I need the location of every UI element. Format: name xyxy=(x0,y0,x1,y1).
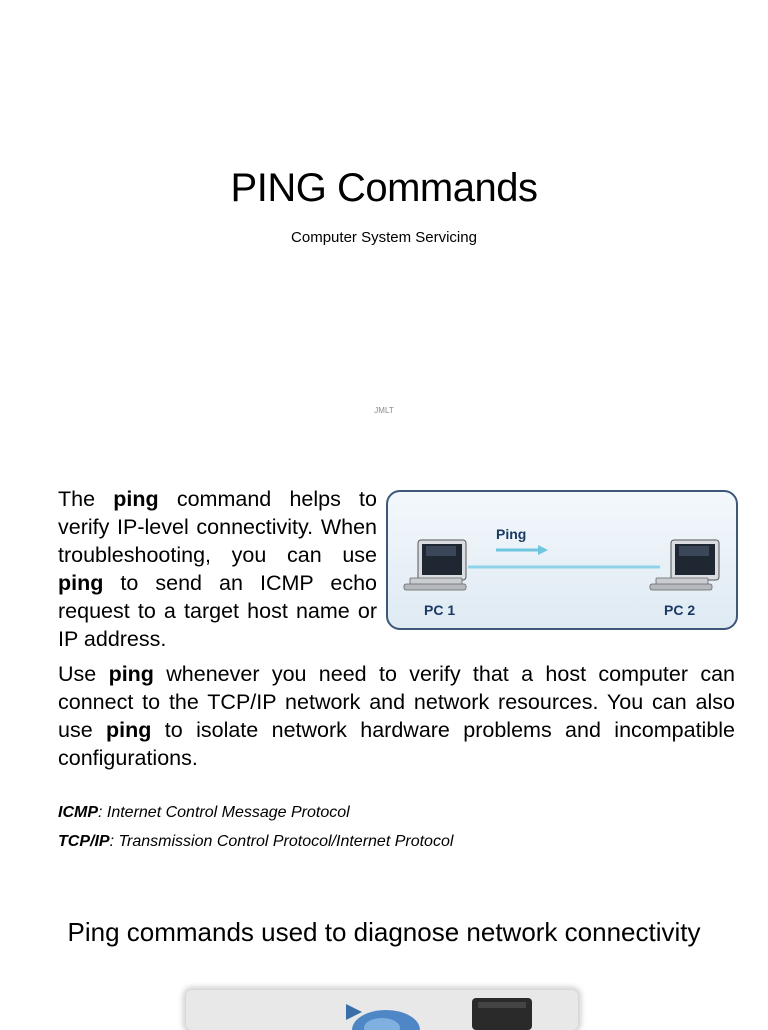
page-subtitle: Computer System Servicing xyxy=(291,229,477,246)
ping-diagram: Ping PC 1 PC 2 xyxy=(386,490,738,630)
bold-term: ping xyxy=(108,662,154,686)
abbreviation-icmp: ICMP: Internet Control Message Protocol xyxy=(58,804,350,822)
section-heading: Ping commands used to diagnose network c… xyxy=(67,917,701,947)
intro-paragraph: The ping command helps to verify IP-leve… xyxy=(58,485,377,653)
abbreviation-term: TCP/IP xyxy=(58,833,110,850)
text-run: The xyxy=(58,487,114,511)
abbreviation-definition: : Internet Control Message Protocol xyxy=(98,804,350,821)
page-title: PING Commands xyxy=(230,166,538,210)
pc1-label: PC 1 xyxy=(424,602,456,618)
text-run: to send an ICMP echo request to a target… xyxy=(58,571,377,651)
computer-icon xyxy=(403,539,467,591)
text-run: Use xyxy=(58,662,109,686)
computer-icon xyxy=(649,539,720,591)
abbreviation-definition: : Transmission Control Protocol/Internet… xyxy=(109,833,454,850)
text-run: whenever you need to verify that a host … xyxy=(58,662,735,742)
footer-mark: JMLT xyxy=(374,406,394,415)
ping-arrow-icon xyxy=(496,545,548,555)
ping-label: Ping xyxy=(496,526,527,542)
bold-term: ping xyxy=(106,718,152,742)
bold-term: ping xyxy=(58,571,104,595)
usage-paragraph: Use ping whenever you need to verify tha… xyxy=(58,660,735,772)
network-image xyxy=(186,990,578,1030)
pc2-label: PC 2 xyxy=(664,602,696,618)
abbreviation-tcpip: TCP/IP: Transmission Control Protocol/In… xyxy=(58,833,453,851)
bold-term: ping xyxy=(113,487,159,511)
text-run: command helps to verify IP-level connect… xyxy=(58,487,377,567)
text-run: to isolate network hardware problems and… xyxy=(58,718,736,770)
abbreviation-term: ICMP xyxy=(58,804,98,821)
